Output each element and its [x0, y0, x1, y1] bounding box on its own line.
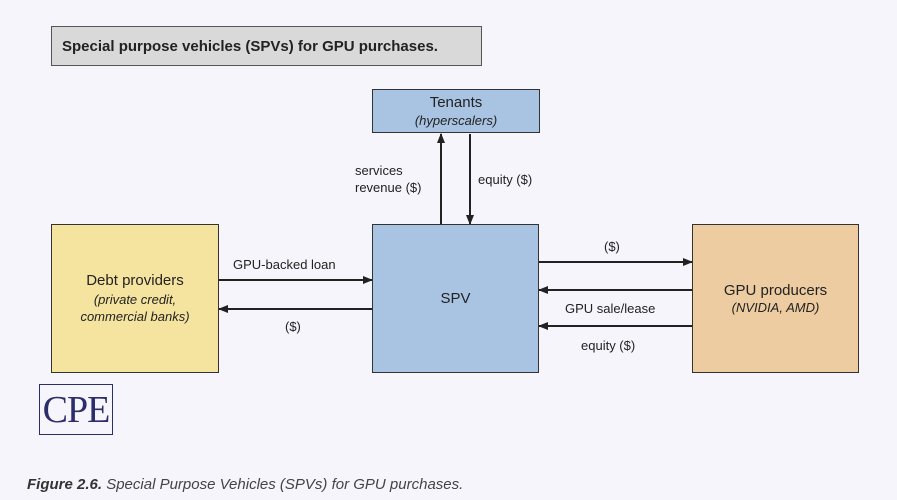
cpe-logo: CPE — [39, 384, 113, 435]
spv-node: SPV — [372, 224, 539, 373]
equity-gpu-label: equity ($) — [581, 338, 636, 353]
caption-label: Figure 2.6. — [27, 476, 103, 493]
gpu-producers-label: GPU producers — [723, 281, 828, 299]
tenants-sublabel: (hyperscalers) — [414, 112, 498, 128]
services-revenue-label-2: revenue ($) — [355, 180, 422, 195]
spv-label: SPV — [440, 290, 471, 307]
gpu-sale-lease-label: GPU sale/lease — [565, 301, 656, 316]
diagram-title: Special purpose vehicles (SPVs) for GPU … — [51, 26, 482, 66]
tenants-node: Tenants (hyperscalers) — [372, 89, 540, 133]
caption-text: Special Purpose Vehicles (SPVs) for GPU … — [102, 476, 464, 493]
gpu-backed-loan-label: GPU-backed loan — [233, 257, 336, 272]
gpu-producers-node: GPU producers (NVIDIA, AMD) — [692, 224, 859, 373]
gpu-producers-sublabel: (NVIDIA, AMD) — [731, 299, 820, 315]
debt-providers-label: Debt providers — [86, 272, 184, 289]
debt-providers-sublabel-2: commercial banks) — [80, 309, 190, 324]
debt-providers-node: Debt providers (private credit, commerci… — [51, 224, 219, 373]
loan-payment-label: ($) — [285, 319, 301, 334]
services-revenue-label-1: services — [355, 163, 403, 178]
equity-tenants-label: equity ($) — [478, 172, 533, 187]
spv-to-gpu-label: ($) — [604, 239, 620, 254]
figure-caption: Figure 2.6. Special Purpose Vehicles (SP… — [27, 476, 463, 493]
debt-providers-sublabel-1: (private credit, — [93, 292, 177, 307]
tenants-label: Tenants — [429, 93, 483, 111]
